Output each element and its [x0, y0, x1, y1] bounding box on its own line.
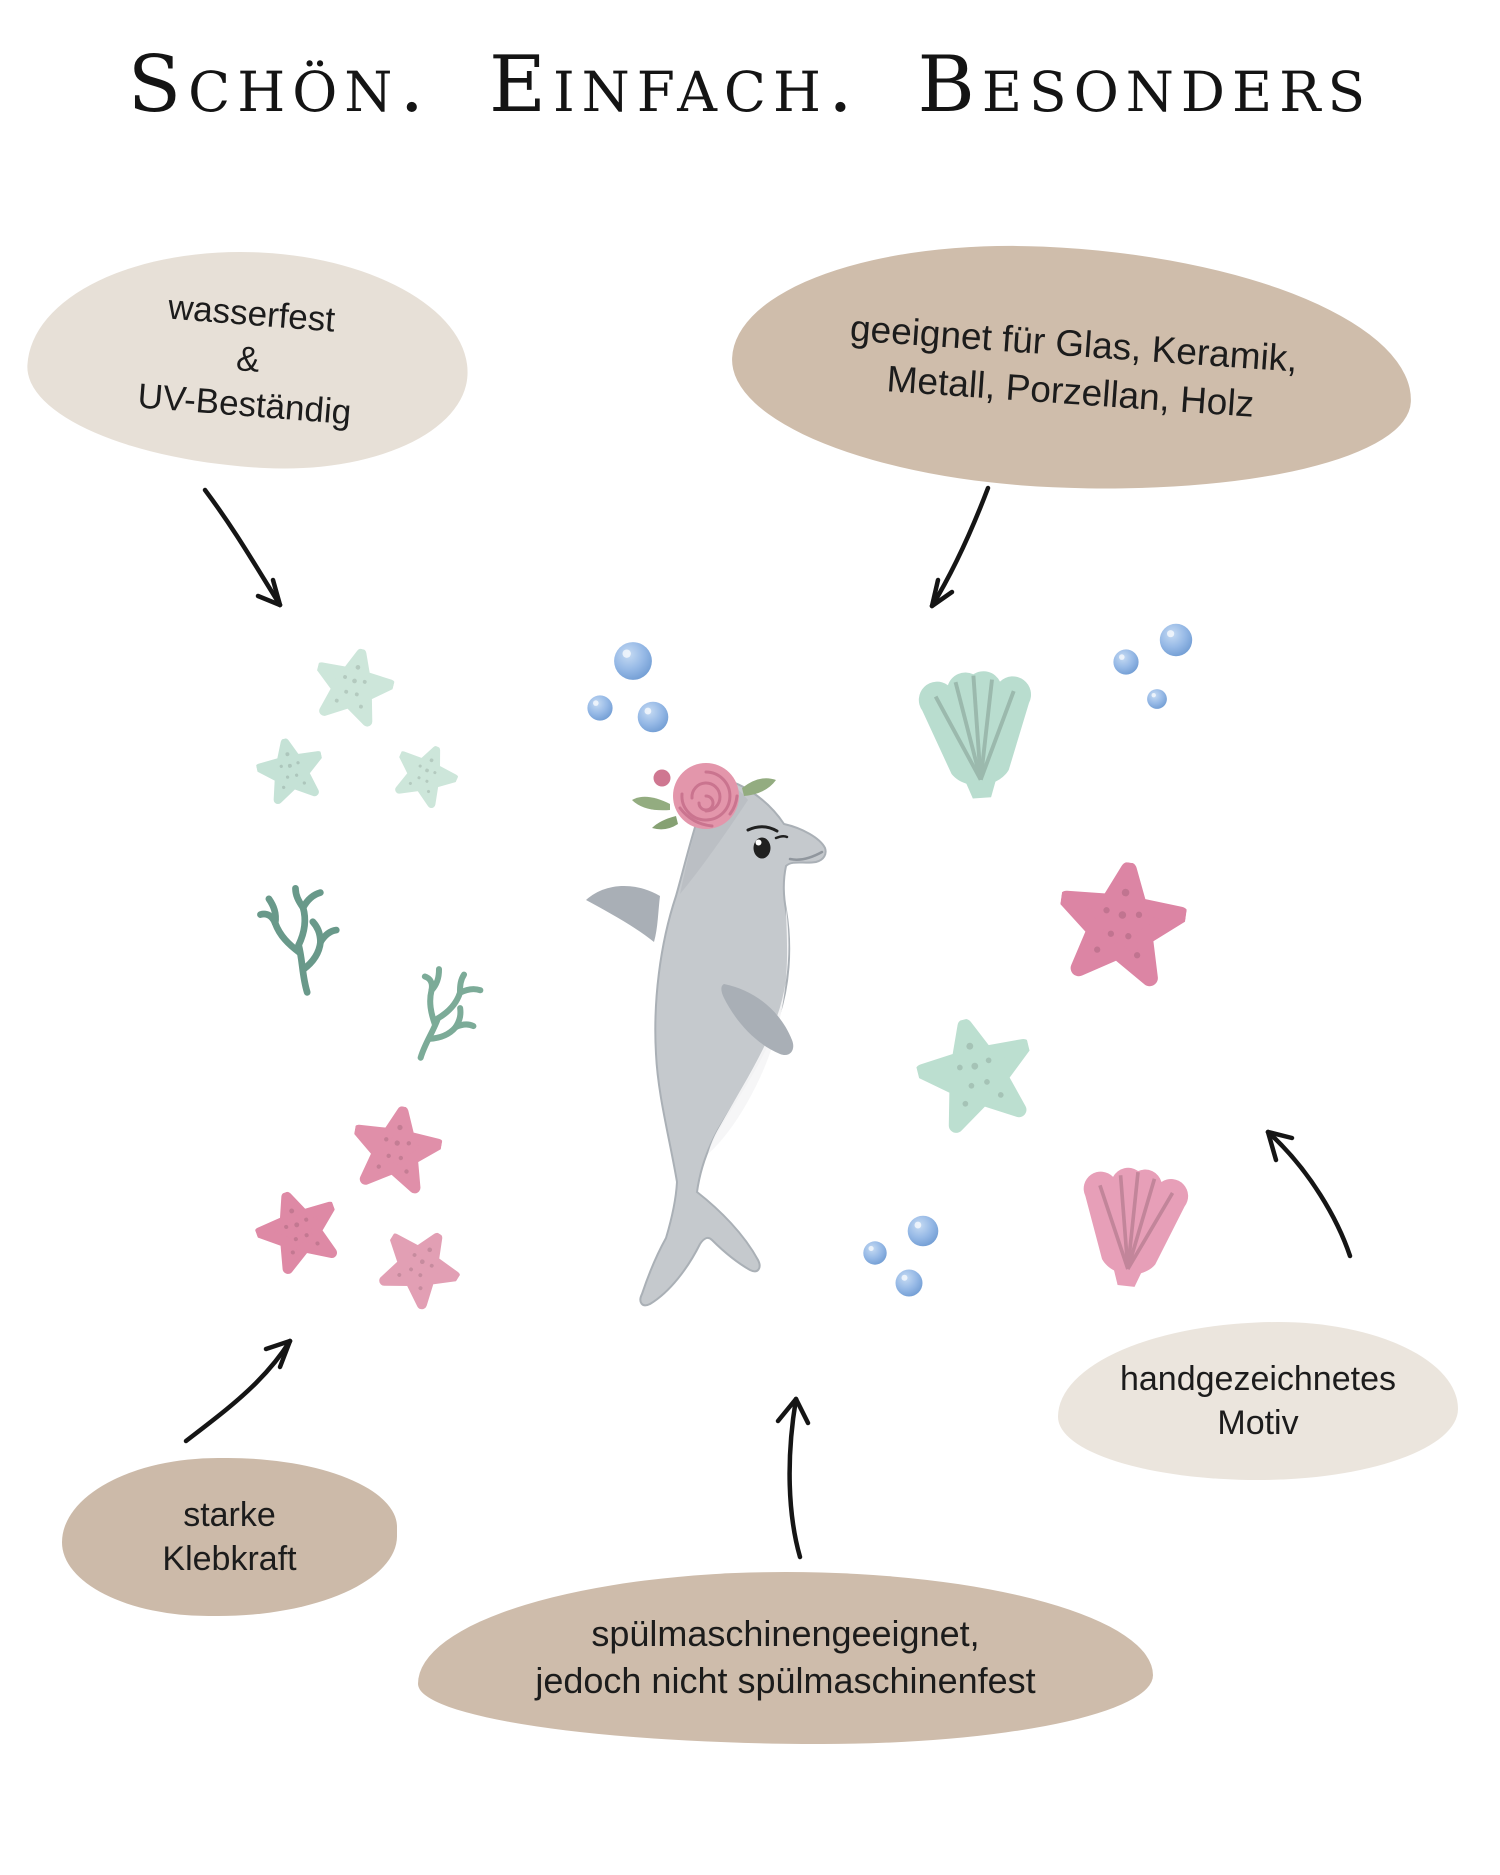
- starfish-icon: [306, 640, 401, 735]
- bubble-icon: [895, 1269, 923, 1297]
- dolphin-illustration: [586, 763, 827, 1307]
- starfish-icon: [384, 734, 466, 816]
- callout-materials: geeignet für Glas, Keramik, Metall, Porz…: [727, 233, 1417, 503]
- bubble-icon: [1147, 689, 1167, 709]
- bubble-icon: [907, 1215, 939, 1247]
- callout-waterproof: wasserfest & UV-Beständig: [22, 240, 474, 479]
- bubble-icon: [863, 1241, 887, 1265]
- arrow-icon: [775, 1396, 811, 1560]
- arrow-icon: [929, 485, 991, 609]
- page-title: Schön. Einfach. Besonders: [127, 40, 1373, 130]
- coral-icon: [417, 966, 484, 1061]
- arrow-icon: [1265, 1129, 1353, 1259]
- callout-line: starke: [183, 1495, 276, 1534]
- callout-line: handgezeichnetes: [1119, 1359, 1396, 1398]
- callout-line: Klebkraft: [162, 1540, 297, 1578]
- callout-line: Motiv: [1217, 1404, 1299, 1442]
- scallop-shell-icon: [1053, 1143, 1213, 1297]
- bubble-icon: [614, 642, 652, 680]
- bubble-icon: [1113, 649, 1139, 675]
- starfish-icon: [252, 732, 330, 810]
- coral-icon: [257, 884, 340, 996]
- starfish-icon: [365, 1213, 472, 1320]
- bubble-icon: [637, 701, 669, 733]
- callout-line: spülmaschinengeeignet,: [591, 1613, 980, 1655]
- starfish-icon: [246, 1178, 351, 1283]
- bubble-icon: [1159, 623, 1193, 657]
- callout-handdrawn: handgezeichnetes Motiv: [1058, 1322, 1458, 1480]
- starfish-icon: [1050, 854, 1192, 996]
- callout-dishwasher: spülmaschinengeeignet, jedoch nicht spül…: [418, 1572, 1153, 1744]
- rose-icon: [632, 763, 776, 830]
- arrow-icon: [202, 487, 283, 608]
- callout-line: jedoch nicht spülmaschinenfest: [535, 1660, 1036, 1701]
- starfish-icon: [345, 1099, 447, 1201]
- bubble-icon: [587, 695, 613, 721]
- arrow-icon: [183, 1338, 293, 1444]
- callout-adhesive: starke Klebkraft: [62, 1458, 397, 1616]
